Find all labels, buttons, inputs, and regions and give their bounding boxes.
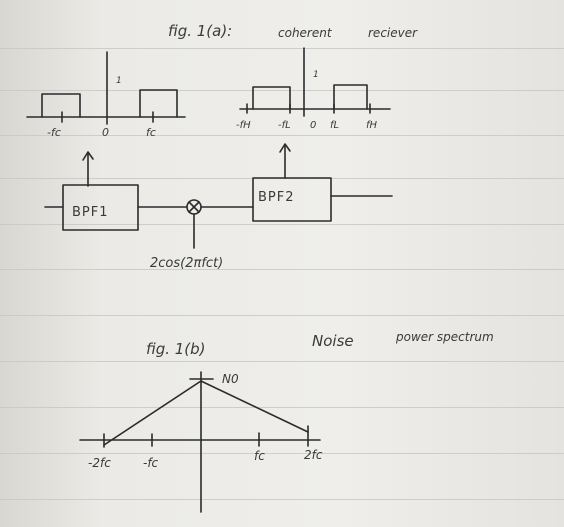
noise-peak-label: N0	[222, 372, 239, 386]
ruled-line	[0, 48, 564, 49]
mixer-input-label: 2cos(2πfct)	[150, 256, 224, 271]
ruled-line	[0, 499, 564, 500]
bpf2-label: BPF2	[258, 190, 295, 205]
left-spectrum-neg-band	[41, 93, 81, 118]
noise-triangle	[103, 380, 309, 446]
ruled-line	[0, 224, 564, 225]
arrow-bpf2-head	[279, 143, 291, 153]
left-pos-fc-label: fc	[146, 126, 156, 139]
fig-b-caption-noise: Noise	[312, 332, 354, 350]
fig-a-subtitle-coherent: coherent	[278, 26, 332, 40]
ruled-line	[0, 407, 564, 408]
ruled-line	[0, 453, 564, 454]
left-impulse-label: 1	[116, 76, 122, 86]
right-spectrum-neg-band	[252, 86, 291, 110]
ruled-line	[0, 361, 564, 362]
right-neg-fl-label: -fL	[278, 120, 291, 131]
arrow-bpf1-head	[82, 151, 94, 161]
fig-b-caption-power-spectrum: power spectrum	[396, 330, 494, 344]
ruled-line	[0, 135, 564, 136]
bpf2-box	[252, 177, 332, 222]
bpf1-label: BPF1	[72, 205, 109, 220]
right-neg-fh-label: -fH	[236, 120, 251, 131]
right-zero-label: 0	[310, 120, 317, 131]
right-spectrum-pos-band	[333, 84, 368, 110]
ruled-line	[0, 315, 564, 316]
right-pos-fh-label: fH	[366, 120, 378, 131]
ruled-line	[0, 90, 564, 91]
left-spectrum-pos-band	[139, 89, 178, 118]
left-neg-fc-label: -fc	[47, 126, 61, 139]
noise-neg-2fc-label: -2fc	[88, 456, 111, 470]
fig-a-subtitle-reciever: reciever	[368, 26, 418, 40]
fig-a-title: fig. 1(a):	[168, 22, 233, 40]
fig-b-title: fig. 1(b)	[146, 340, 206, 358]
noise-pos-2fc-label: 2fc	[304, 448, 323, 462]
noise-pos-fc-label: fc	[254, 449, 265, 463]
noise-neg-fc-label: -fc	[143, 456, 159, 470]
mixer-x-2	[188, 201, 200, 213]
left-zero-label: 0	[102, 126, 109, 139]
right-impulse-label: 1	[313, 70, 319, 80]
ruled-line	[0, 269, 564, 270]
right-pos-fl-label: fL	[330, 120, 340, 131]
